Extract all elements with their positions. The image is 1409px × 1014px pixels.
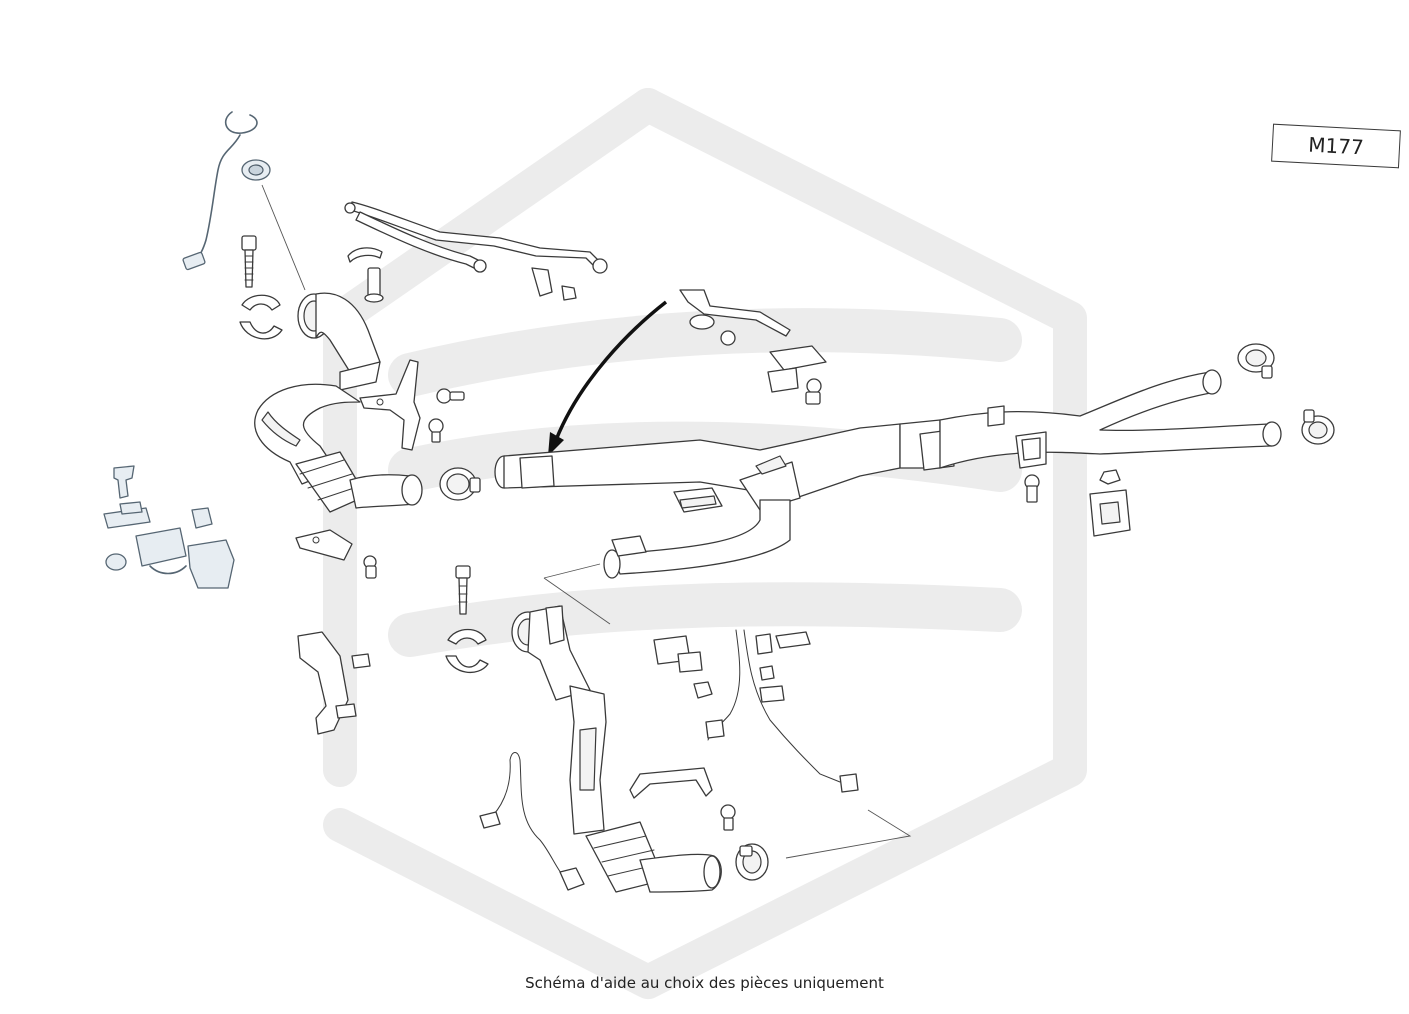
screw-small-a[interactable] — [436, 388, 465, 404]
bolt-upper-left[interactable] — [241, 235, 257, 288]
bracket-top-small[interactable] — [531, 267, 577, 301]
pressure-sensor-center[interactable] — [673, 487, 723, 513]
clips-lower-cluster[interactable] — [653, 631, 811, 703]
brand-watermark — [323, 88, 1087, 999]
heat-shield-bracket[interactable] — [359, 359, 421, 451]
screw-left-lower[interactable] — [363, 555, 377, 579]
band-clamp-inlet[interactable] — [439, 467, 481, 501]
clip-bracket-top[interactable] — [347, 247, 383, 263]
downpipe-lower[interactable] — [511, 605, 722, 893]
hanger-bracket-top[interactable] — [679, 289, 791, 346]
wiring-harness-lower[interactable] — [705, 629, 859, 793]
hanger-bracket-right[interactable] — [1015, 431, 1047, 469]
oxygen-sensor-lower[interactable] — [479, 752, 585, 891]
clamp-right-upper[interactable] — [1237, 343, 1275, 379]
leader-line — [543, 577, 611, 625]
diagram-caption: Schéma d'aide au choix des pièces unique… — [525, 974, 884, 992]
bolt-right[interactable] — [1024, 474, 1040, 503]
model-code-label: M177 — [1271, 123, 1401, 169]
nut-right[interactable] — [1099, 469, 1121, 485]
leader-line — [543, 563, 601, 579]
leader-line — [261, 184, 306, 291]
arrow-head-icon — [548, 432, 564, 456]
rubber-hanger-right[interactable] — [1089, 489, 1131, 537]
bracket-left-lower[interactable] — [295, 529, 353, 561]
bolt-center-lower[interactable] — [455, 565, 471, 615]
screw-small-b[interactable] — [428, 418, 444, 443]
heat-shield-left[interactable] — [297, 631, 371, 735]
leader-line — [785, 809, 912, 859]
stud-bolt-top[interactable] — [364, 267, 384, 303]
callout-arrow — [554, 300, 668, 441]
screw-lower-center[interactable] — [720, 804, 736, 831]
band-clamp-lower[interactable] — [735, 843, 769, 881]
oxygen-sensor-upper[interactable] — [182, 111, 271, 271]
clamp-upper-left[interactable] — [239, 294, 283, 340]
rubber-mount-top[interactable] — [767, 345, 827, 405]
bracket-lower-center[interactable] — [629, 767, 713, 799]
vacuum-lines[interactable] — [344, 201, 608, 274]
differential-pressure-sensor[interactable] — [103, 465, 235, 589]
clamp-right-lower[interactable] — [1301, 409, 1335, 445]
downpipe-upper[interactable] — [254, 292, 423, 513]
clamp-center-lower[interactable] — [445, 628, 489, 674]
